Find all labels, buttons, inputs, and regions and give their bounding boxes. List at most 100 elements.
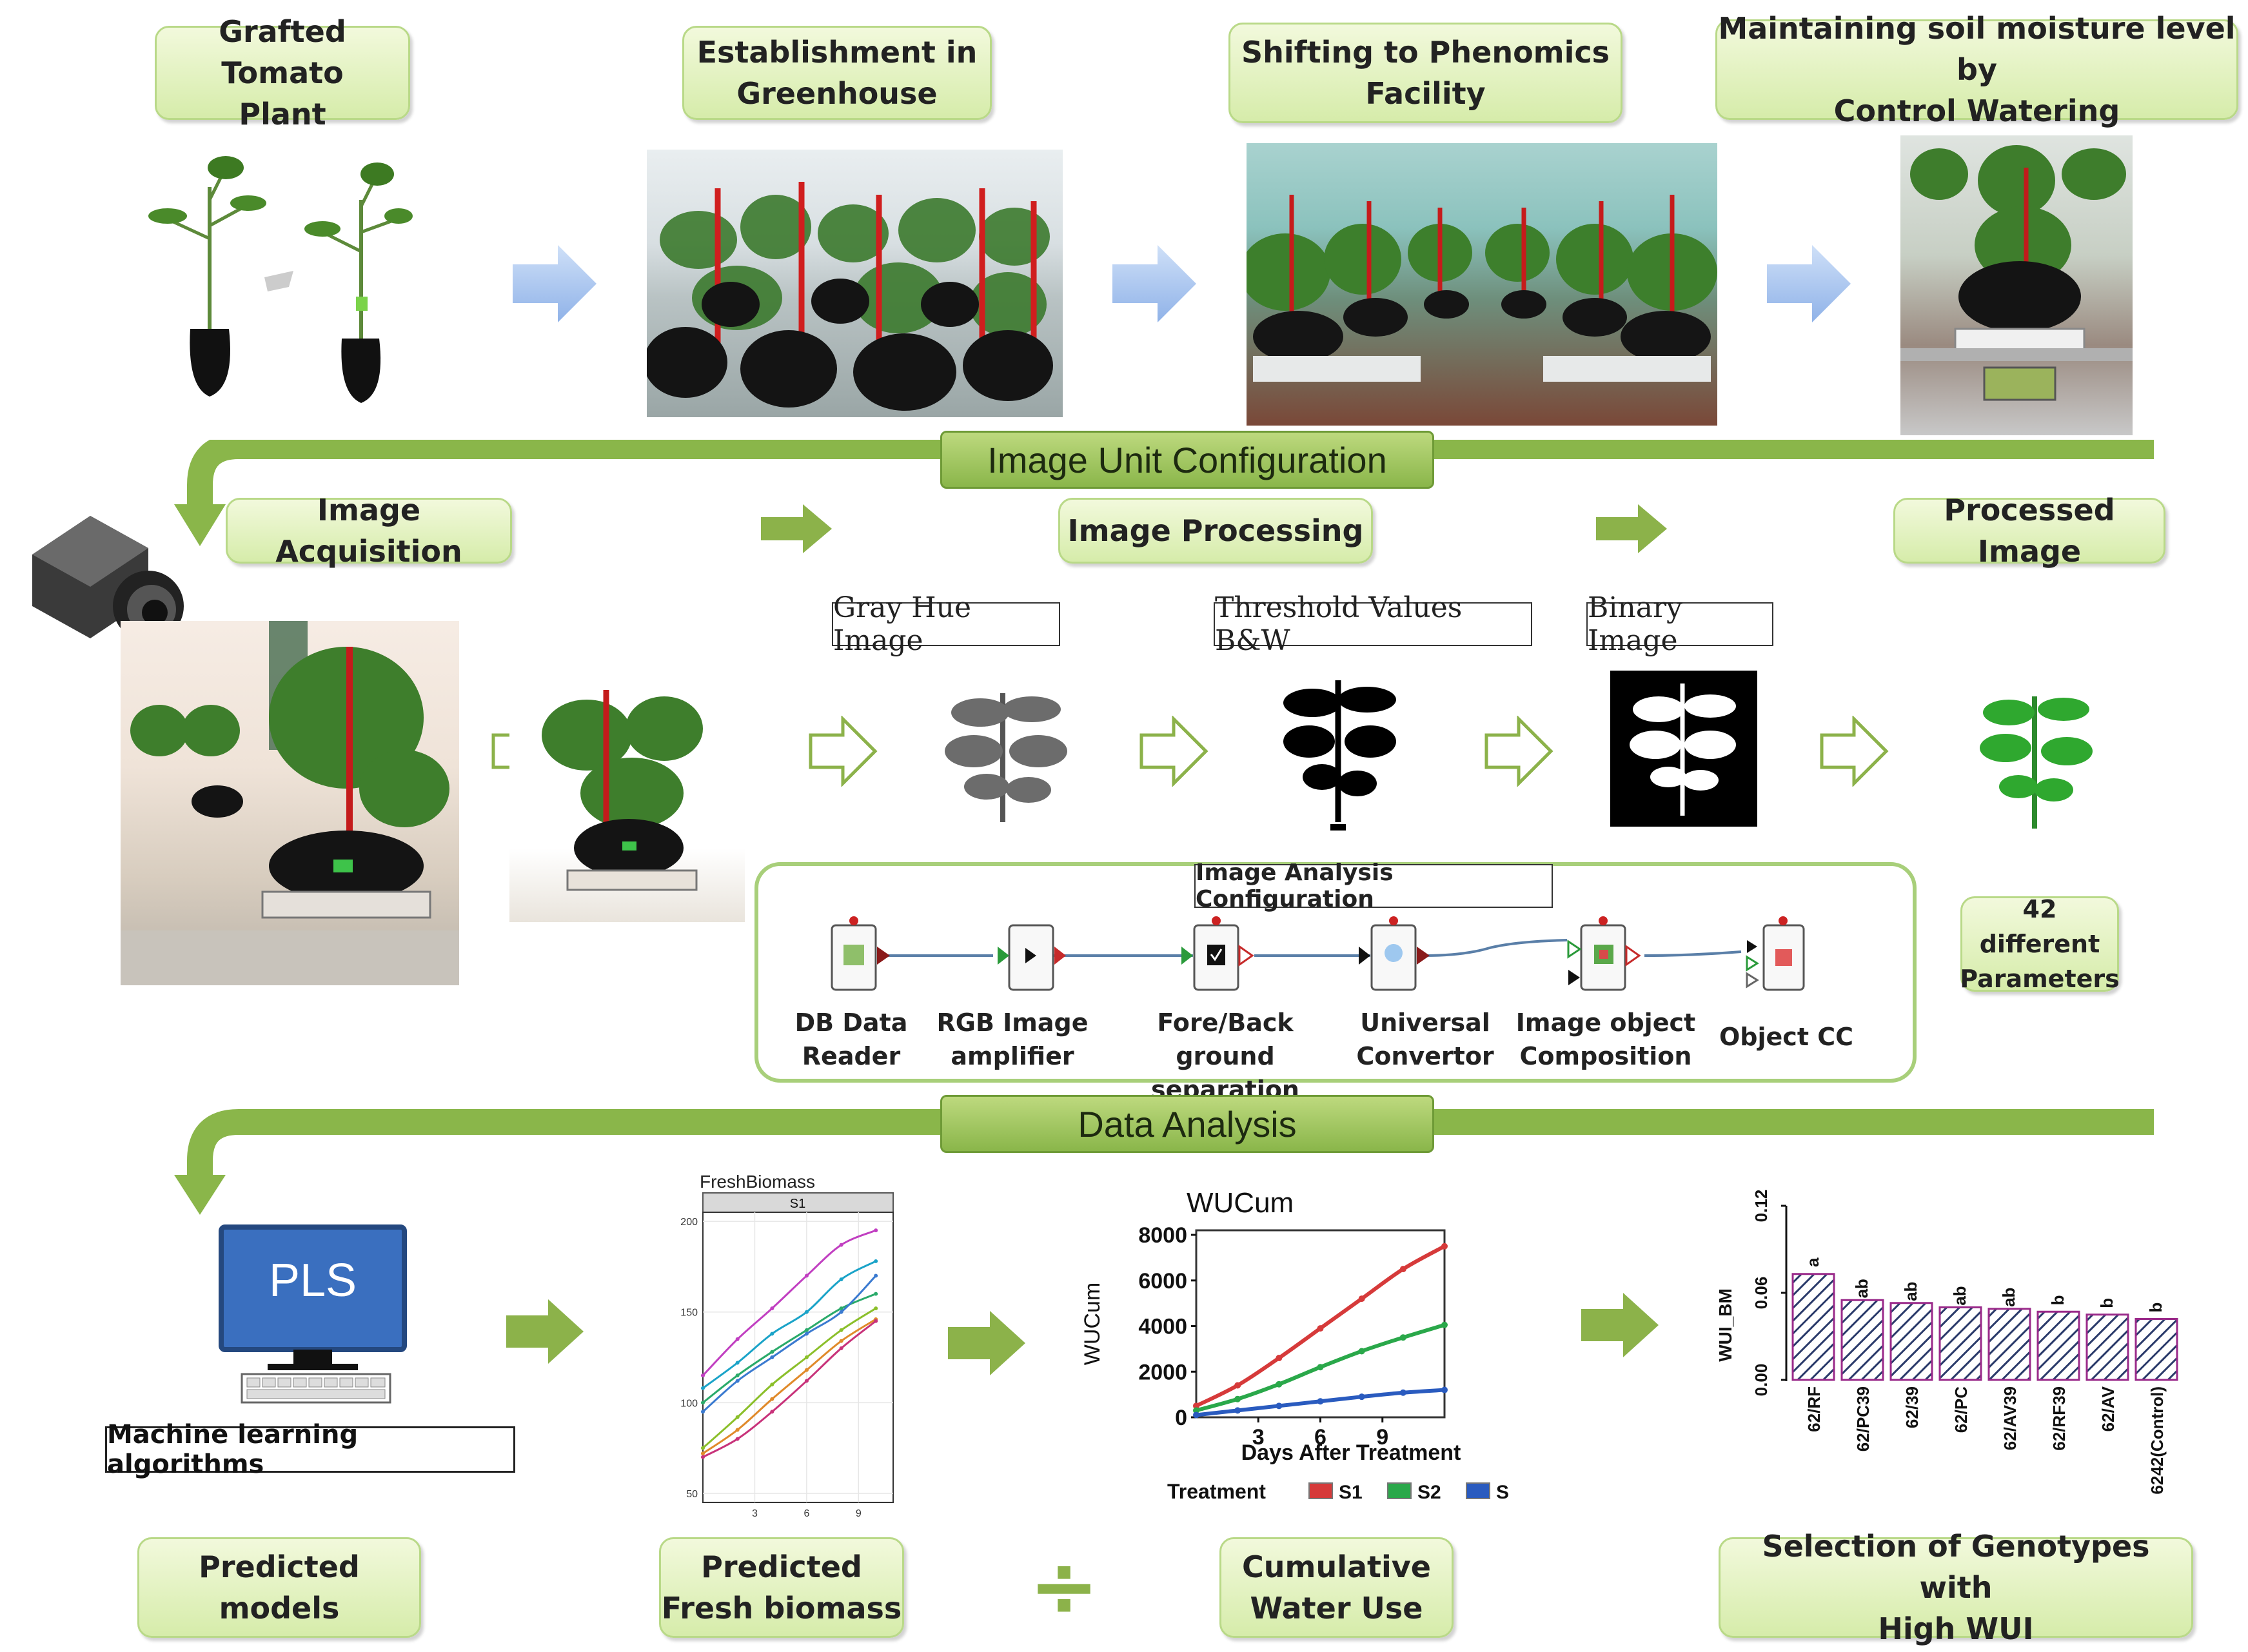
data-point [735, 1379, 740, 1383]
group-letter: b [2097, 1298, 2116, 1308]
y-tick-label: 0.06 [1751, 1277, 1771, 1310]
series-line [702, 1275, 877, 1413]
data-point [1234, 1395, 1241, 1402]
data-point [770, 1306, 774, 1311]
data-point [1317, 1325, 1324, 1332]
wui-bar-chart: WUI_BM 0.000.060.12a62/RFab62/PC39ab62/3… [1715, 1190, 2178, 1495]
gray-hue-image-label: Gray Hue Image [832, 591, 1060, 657]
data-point [804, 1368, 809, 1372]
bar [2085, 1313, 2129, 1381]
data-point [1358, 1393, 1365, 1401]
data-point [770, 1332, 774, 1336]
ml-algorithms-label: Machine learning algorithms [105, 1420, 515, 1479]
bar [1840, 1299, 1884, 1381]
data-point [735, 1428, 740, 1432]
y-tick-label: 0 [1175, 1406, 1187, 1430]
data-point [1317, 1364, 1324, 1371]
group-letter: ab [1999, 1288, 2018, 1307]
rgb-image-amplifier-node-icon[interactable] [996, 916, 1067, 999]
data-point [839, 1339, 843, 1343]
legend-label: S1 [1339, 1482, 1363, 1503]
data-point [701, 1410, 705, 1414]
group-letter: b [2048, 1295, 2067, 1305]
image-unit-flow-arrow [174, 440, 2154, 546]
data-point [1399, 1266, 1406, 1273]
data-point [770, 1410, 774, 1414]
y-tick-label: 50 [686, 1489, 698, 1500]
rgb-image-amplifier-label: RGB Image amplifier [936, 1008, 1089, 1070]
data-point [874, 1273, 878, 1278]
legend-label: S [1496, 1482, 1509, 1503]
y-tick-label: 150 [680, 1308, 698, 1319]
data-point [770, 1382, 774, 1387]
arrow-right-icon [761, 504, 832, 553]
data-point [770, 1350, 774, 1354]
legend-swatch [1387, 1482, 1412, 1499]
grafted-plant-illustration [148, 156, 413, 403]
fore-back-separation-label: Fore/Back ground separation [1151, 1008, 1299, 1104]
db-data-reader-node-icon[interactable] [825, 916, 896, 999]
data-point [839, 1277, 843, 1282]
y-tick-label: 2000 [1138, 1360, 1187, 1384]
data-point [804, 1328, 809, 1332]
arrow-right-icon [513, 245, 597, 322]
data-point [1441, 1321, 1448, 1328]
y-tick-label: 0.00 [1751, 1364, 1771, 1397]
binary-plant-image [1610, 671, 1757, 827]
data-point [701, 1401, 705, 1405]
arrow-right-icon [1820, 716, 1889, 787]
data-point [1441, 1243, 1448, 1250]
legend-label: S2 [1417, 1482, 1441, 1503]
binary-image-label: Binary Image [1586, 591, 1773, 657]
data-analysis-title: Data Analysis [940, 1095, 1434, 1153]
data-point [735, 1361, 740, 1365]
data-point [701, 1455, 705, 1459]
selection-genotypes-label: Selection of Genotypes with High WUI [1719, 1529, 2193, 1646]
category-label: 62/AV39 [2000, 1386, 2020, 1450]
x-tick-label: 3 [752, 1508, 758, 1519]
data-point [1399, 1334, 1406, 1341]
wui-y-axis-label: WUI_BM [1715, 1288, 1735, 1362]
arrow-right-icon [506, 1299, 584, 1364]
object-cc-node-icon[interactable] [1744, 916, 1815, 999]
image-object-composition-node-icon[interactable] [1567, 916, 1651, 999]
stage-processed-image: Processed Image [1893, 493, 2165, 569]
stage-image-processing: Image Processing [1058, 498, 1373, 564]
fresh-biomass-chart-title: FreshBiomass [700, 1172, 815, 1192]
data-point [839, 1328, 843, 1332]
camera-icon [32, 516, 184, 642]
data-point [701, 1451, 705, 1456]
x-tick-label: 9 [1376, 1425, 1388, 1450]
image-object-composition-label: Image object Composition [1515, 1008, 1696, 1070]
group-letter: ab [1852, 1279, 1871, 1298]
data-point [1234, 1382, 1241, 1389]
data-point [1399, 1389, 1406, 1396]
bar [1889, 1302, 1933, 1381]
data-point [735, 1415, 740, 1419]
data-point [701, 1373, 705, 1378]
data-point [735, 1373, 740, 1378]
parameters-count-badge: 42 different Parameters [1960, 895, 2120, 993]
universal-convertor-node-icon[interactable] [1357, 916, 1435, 999]
acquisition-photo [121, 621, 459, 985]
fore-back-separation-node-icon[interactable] [1180, 916, 1257, 999]
control-watering-photo [1900, 135, 2133, 435]
object-cc-label: Object CC [1719, 1023, 1853, 1051]
y-tick-label: 8000 [1138, 1223, 1187, 1248]
data-point [1358, 1295, 1365, 1303]
data-point [1193, 1402, 1199, 1410]
arrow-right-icon [948, 1311, 1025, 1375]
data-point [1317, 1398, 1324, 1405]
wucum-legend-title: Treatment [1167, 1480, 1266, 1503]
data-point [735, 1337, 740, 1341]
x-tick-label: 6 [1314, 1425, 1326, 1450]
stage-image-acquisition: Image Acquisition [226, 493, 512, 569]
bar [1938, 1306, 1982, 1381]
data-point [735, 1437, 740, 1441]
data-point [804, 1379, 809, 1383]
data-point [874, 1259, 878, 1263]
data-point [1234, 1407, 1241, 1414]
pipeline-connectors [877, 939, 1742, 957]
group-letter: a [1803, 1257, 1822, 1267]
